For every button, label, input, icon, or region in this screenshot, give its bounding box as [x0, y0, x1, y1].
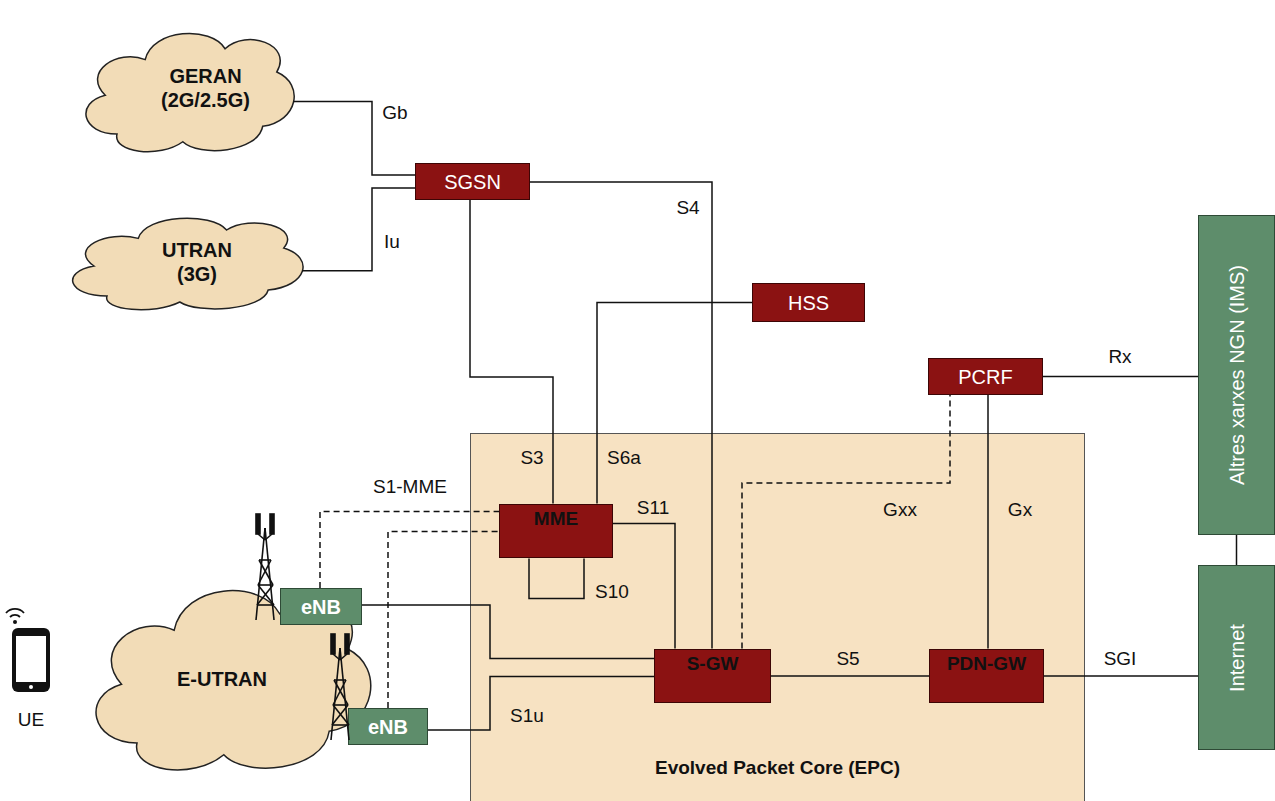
external-network-box: Altres xarxes NGN (IMS): [1198, 215, 1275, 535]
core-region: Evolved Packet Core (EPC) MME S-GW PDN-GW: [470, 433, 1085, 801]
interface-line: [987, 395, 989, 649]
interface-line: [1043, 376, 1198, 378]
interface-label: Gb: [382, 102, 407, 125]
interface-line: [1044, 675, 1198, 677]
network-cloud: UTRAN (3G): [55, 200, 315, 320]
interface-line: [597, 303, 752, 504]
interface-line: [529, 558, 584, 598]
interface-line: [530, 182, 712, 649]
node-label: eNB: [301, 595, 341, 619]
node-label: SGSN: [444, 170, 501, 194]
node-label: Evolved Packet Core (EPC): [655, 757, 900, 801]
network-cloud: E-UTRANeNBeNB: [75, 555, 385, 790]
interface-line: [428, 677, 654, 730]
external-network-box: Internet: [1198, 565, 1275, 750]
interface-label: Rx: [1108, 346, 1131, 369]
antenna-tower: [331, 634, 349, 740]
node-label: E-UTRAN: [147, 667, 297, 691]
core-node-box: HSS: [752, 283, 865, 322]
core-node-box: MME: [499, 504, 613, 559]
interface-line: [470, 200, 553, 504]
node-label: Internet: [1225, 543, 1249, 773]
interface-line: [771, 675, 929, 677]
interface-line: [293, 101, 415, 175]
control-interface-line: [388, 532, 499, 708]
control-interface-line: [742, 395, 950, 649]
core-node-box: S-GW: [654, 649, 771, 704]
node-label: S-GW: [687, 653, 739, 700]
node-label: PCRF: [958, 365, 1012, 389]
interface-line: [302, 188, 415, 271]
antenna-tower: [256, 514, 274, 620]
control-interface-line: [320, 512, 499, 588]
interface-label: S1-MME: [373, 476, 447, 499]
interface-label: S3: [520, 447, 543, 470]
node-label: HSS: [788, 291, 829, 315]
interface-label: Gxx: [883, 499, 917, 522]
interface-label: S4: [676, 197, 699, 220]
core-node-box: SGSN: [415, 163, 530, 200]
interface-label: S5: [836, 648, 859, 671]
access-node-box: eNB: [280, 588, 362, 625]
interface-label: S1u: [510, 705, 544, 728]
node-label: PDN-GW: [947, 653, 1026, 700]
core-node-box: PDN-GW: [929, 649, 1044, 704]
interface-label: S10: [595, 581, 629, 604]
cloud-outline: [70, 10, 305, 165]
interface-line: [362, 605, 654, 659]
interface-label: S6a: [607, 447, 641, 470]
node-label: UTRAN (3G): [152, 238, 242, 286]
core-node-box: PCRF: [928, 358, 1043, 395]
access-node-box: eNB: [348, 708, 428, 745]
node-label: eNB: [368, 715, 408, 739]
node-label: GERAN (2G/2.5G): [143, 64, 268, 112]
interface-line: [1236, 535, 1238, 565]
node-label: MME: [534, 508, 578, 555]
device-label: UE: [18, 709, 44, 732]
phone-icon: [6, 609, 50, 692]
node-label: Altres xarxes NGN (IMS): [1225, 260, 1249, 490]
network-cloud: GERAN (2G/2.5G): [70, 10, 305, 165]
interface-label: Iu: [384, 231, 400, 254]
interface-label: S11: [637, 497, 669, 520]
interface-label: Gx: [1008, 499, 1032, 522]
interface-label: SGI: [1104, 648, 1137, 671]
